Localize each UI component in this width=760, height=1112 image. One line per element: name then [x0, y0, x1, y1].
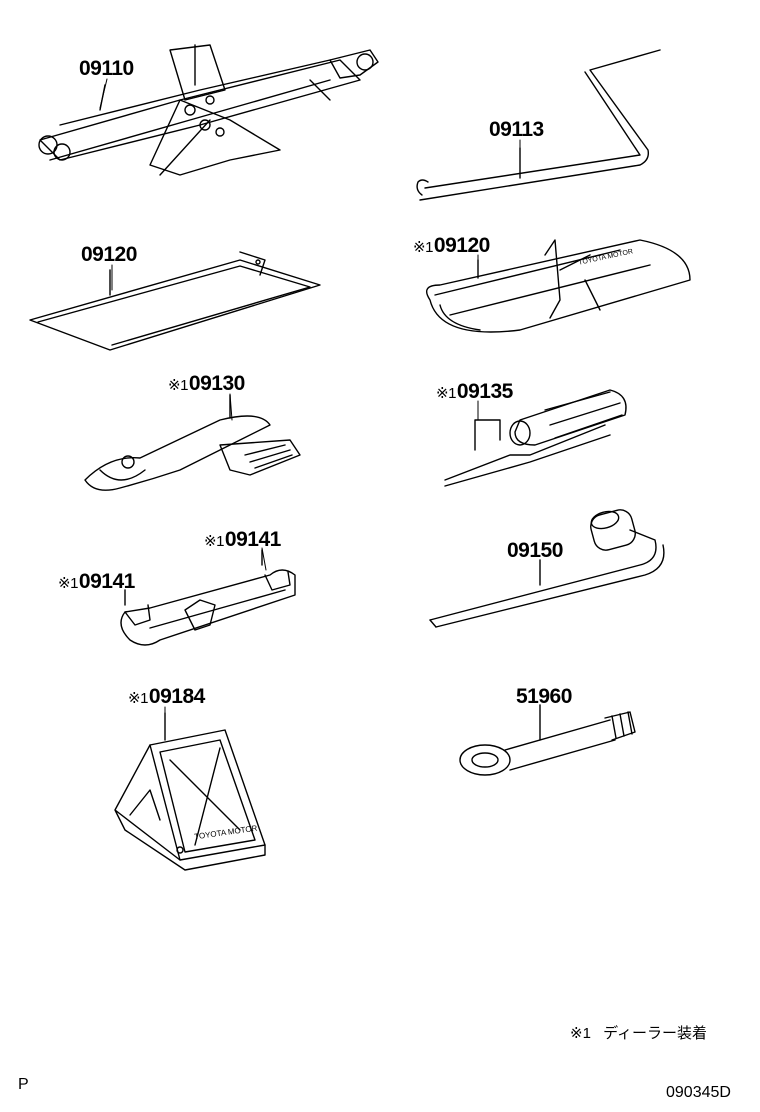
wrenches-drawing	[120, 549, 296, 646]
label-jack-handle: 09113	[489, 118, 544, 141]
label-tool-bag: ※109120	[413, 234, 490, 257]
tool-bag-drawing	[426, 239, 691, 333]
jack-drawing	[38, 44, 379, 176]
tool-bag-jack-drawing	[29, 251, 321, 351]
warning-triangle-drawing	[114, 712, 266, 871]
label-lug-wrench: 09150	[507, 539, 563, 562]
label-pliers: ※109130	[168, 372, 245, 395]
leader-lines	[99, 78, 541, 736]
label-wrench-left: ※109141	[58, 570, 135, 593]
diagram-code: 090345D	[666, 1084, 731, 1101]
label-screwdriver: ※109135	[436, 380, 513, 403]
footnote-mark: ※1	[570, 1025, 591, 1042]
pliers-drawing	[84, 394, 301, 491]
lug-wrench-drawing	[429, 509, 665, 628]
towing-eye-drawing	[459, 704, 636, 776]
footnote-text: ディーラー装着	[603, 1025, 708, 1042]
label-warning-triangle: ※109184	[128, 685, 205, 708]
label-jack: 09110	[79, 57, 134, 80]
corner-letter: P	[18, 1076, 29, 1093]
footnote: ※1 ディーラー装着	[570, 1022, 707, 1043]
screwdriver-drawing	[444, 389, 627, 487]
label-tool-bag-jack: 09120	[81, 243, 137, 266]
label-towing-eye: 51960	[516, 685, 572, 708]
label-wrench-right: ※109141	[204, 528, 281, 551]
jack-handle-drawing	[416, 49, 661, 201]
